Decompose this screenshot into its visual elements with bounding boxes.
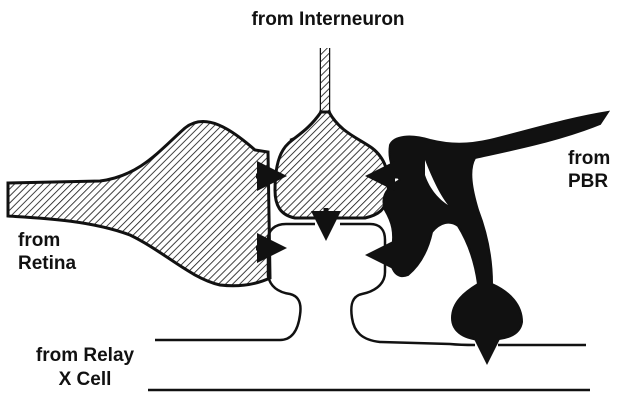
label-from-relay-line1: from Relay <box>20 345 150 367</box>
label-from-relay-line2: X Cell <box>20 369 150 391</box>
pbr-terminal <box>383 112 608 340</box>
label-from-retina-line2: Retina <box>18 253 76 275</box>
label-from-retina-line1: from <box>18 230 60 252</box>
label-from-pbr-line1: from <box>568 148 610 170</box>
label-from-interneuron: from Interneuron <box>228 9 428 31</box>
interneuron-terminal <box>275 112 388 218</box>
label-from-pbr-line2: PBR <box>568 171 608 193</box>
